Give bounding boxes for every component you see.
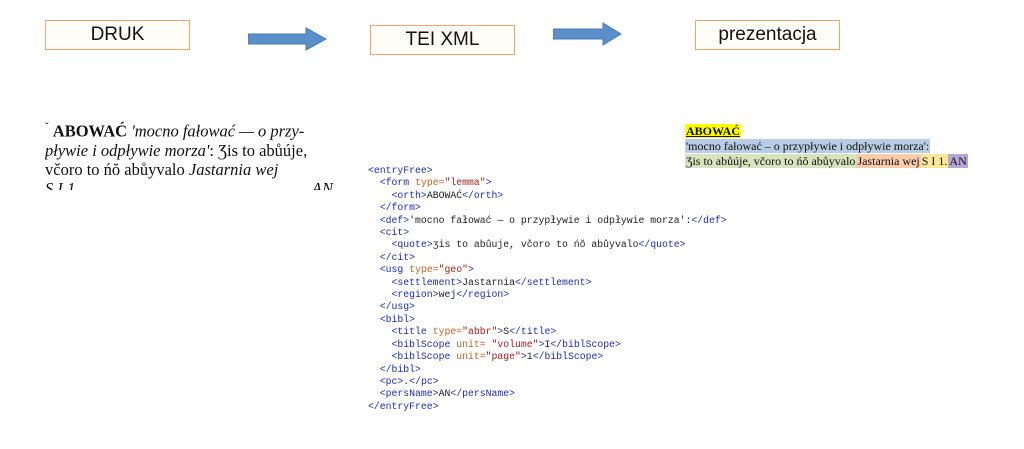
xml-quote: ʒis to abůuje, včoro to ńŏ abůyvalo (432, 239, 639, 251)
pres-quote: Ʒis to abůúje, včoro to ńŏ abůyvalo (685, 154, 857, 168)
prezentacja-label: prezentacja (718, 24, 817, 45)
druk-stage-box: DRUK (45, 20, 190, 50)
xml-region: wej (438, 289, 457, 301)
print-bibl: S I 1. (45, 178, 80, 191)
print-lemma: ABOWAĆ (52, 121, 128, 141)
print-quote-part1: : Ʒis to abůúje, (209, 140, 308, 160)
xml-biblscope-volume: I (544, 338, 551, 350)
xml-form-open: <form (379, 177, 410, 189)
print-line-4: S I 1. AN (45, 179, 333, 191)
xml-settlement: Jastarnia (462, 276, 516, 288)
xml-orth: ABOWAĆ (426, 189, 463, 201)
print-quote-part2: včoro to ńŏ abůyvalo (45, 159, 185, 179)
print-tick: ˇ (45, 121, 49, 133)
pres-line-1: ABOWAĆ (685, 124, 968, 139)
print-def-part2: pływie i odpływie morza' (45, 140, 210, 160)
pres-geo: Jastarnia wej (856, 154, 921, 168)
xml-def: 'mocno fałować — o przypływie i odpływie… (409, 214, 692, 226)
pres-pers: AN (948, 154, 968, 168)
tei-xml-code: <entryFree> <form type="lemma"> <orth>AB… (368, 165, 727, 412)
pres-def: 'mocno fałować – o przypływie i odpływie… (685, 139, 931, 153)
print-region: wej (255, 159, 279, 179)
pres-bibl: S I 1. (920, 154, 949, 168)
xml-pc: . (403, 375, 410, 387)
print-settlement: Jastarnia (188, 159, 252, 179)
print-pers: AN (311, 178, 333, 191)
print-line-2: pływie i odpływie morza': Ʒis to abůúje, (45, 141, 345, 160)
druk-label: DRUK (90, 24, 145, 45)
print-def-part1: 'mocno fałować — o przy- (131, 121, 305, 141)
scanned-print-entry: ˇ ABOWAĆ 'mocno fałować — o przy- pływie… (45, 118, 345, 190)
xml-persname: AN (438, 388, 451, 400)
arrow-tei-to-prezentacja-icon (553, 22, 622, 46)
print-line-3: včoro to ńŏ abůyvalo Jastarnia wej (45, 160, 345, 179)
print-line-1: ˇ ABOWAĆ 'mocno fałować — o przy- (45, 118, 345, 141)
prezentacja-stage-box: prezentacja (695, 20, 840, 50)
xml-biblscope-page: 1 (526, 351, 533, 363)
pres-lemma: ABOWAĆ (685, 124, 742, 138)
pres-line-2: 'mocno fałować – o przypływie i odpływie… (685, 139, 968, 154)
xml-entryfree-open: <entryFree> (368, 165, 433, 176)
arrow-druk-to-tei-icon (248, 27, 328, 51)
tei-xml-stage-box: TEI XML (370, 25, 515, 55)
tei-xml-label: TEI XML (405, 29, 480, 50)
presentation-entry: ABOWAĆ 'mocno fałować – o przypływie i o… (685, 124, 968, 169)
xml-title: S (503, 326, 510, 338)
